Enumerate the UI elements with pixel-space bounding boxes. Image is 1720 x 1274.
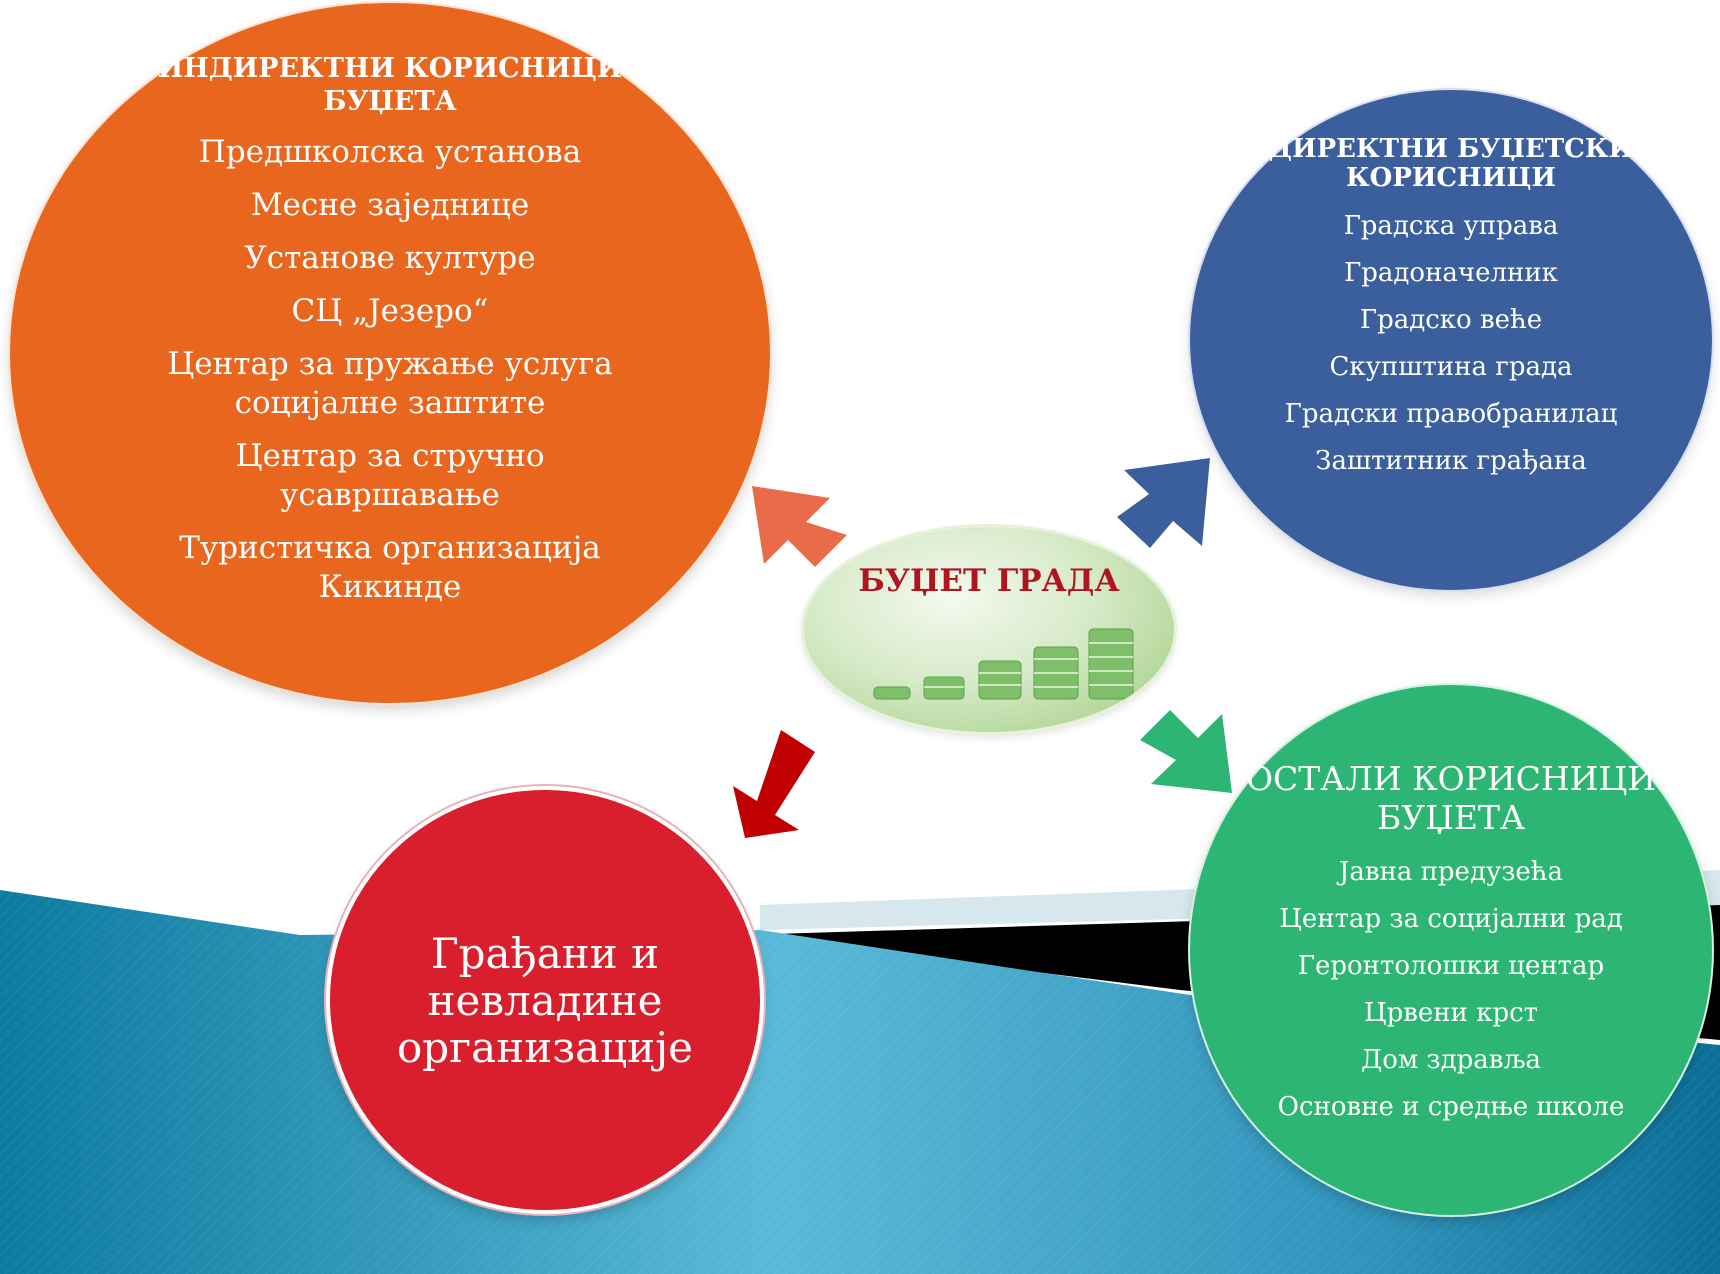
indirect-budget-users-circle: ИНДИРЕКТНИ КОРИСНИЦИ БУЏЕТА Предшколска … <box>10 3 770 703</box>
other-title-line-2: БУЏЕТА <box>1377 798 1525 837</box>
coin-stack <box>873 628 1134 700</box>
other-title: ОСТАЛИ КОРИСНИЦИ БУЏЕТА <box>1246 759 1656 837</box>
direct-title: ДИРЕКТНИ БУЏЕТСКИ КОРИСНИЦИ <box>1269 135 1633 193</box>
coin-stacks-image <box>873 628 1134 700</box>
indirect-item: Центар за стручно усавршавање <box>235 438 545 513</box>
direct-item: Градско веће <box>1359 305 1543 335</box>
indirect-title-line-2: БУЏЕТА <box>323 86 457 117</box>
indirect-item: Центар за пружање услуга социјалне зашти… <box>167 346 613 421</box>
direct-title-line-2: КОРИСНИЦИ <box>1346 163 1556 193</box>
direct-title-line-1: ДИРЕКТНИ БУЏЕТСКИ <box>1268 134 1634 164</box>
other-item: Геронтолошки центар <box>1297 951 1605 981</box>
direct-item: Скупштина града <box>1329 352 1573 382</box>
coin-lines <box>924 642 1133 688</box>
citizens-line-3: организације <box>396 1022 694 1072</box>
indirect-item: Предшколска установа <box>198 134 582 170</box>
other-item: Јавна предузећа <box>1338 857 1564 887</box>
other-title-line-1: ОСТАЛИ КОРИСНИЦИ <box>1245 759 1657 798</box>
other-item: Црвени крст <box>1363 998 1539 1028</box>
indirect-item: Месне заједнице <box>250 187 530 223</box>
indirect-title: ИНДИРЕКТНИ КОРИСНИЦИ БУЏЕТА <box>158 52 623 118</box>
direct-item: Градска управа <box>1343 211 1559 241</box>
direct-budget-users-circle: ДИРЕКТНИ БУЏЕТСКИ КОРИСНИЦИ Градска упра… <box>1190 90 1712 590</box>
other-item: Центар за социјални рад <box>1279 904 1623 934</box>
city-budget-center: БУЏЕТ ГРАДА <box>804 527 1174 732</box>
indirect-item: Туристичка организација Кикинде <box>179 530 601 605</box>
direct-item: Заштитник грађана <box>1315 446 1587 476</box>
citizens-line-2: невладине <box>427 975 663 1025</box>
city-budget-label: БУЏЕТ ГРАДА <box>858 563 1120 599</box>
direct-item: Градоначелник <box>1344 258 1558 288</box>
other-budget-users-circle: ОСТАЛИ КОРИСНИЦИ БУЏЕТА Јавна предузећа … <box>1190 685 1712 1215</box>
indirect-item: Установе културе <box>244 240 536 276</box>
citizens-line-1: Грађани и <box>430 928 660 978</box>
other-item: Дом здравља <box>1361 1045 1541 1075</box>
citizens-ngo-circle: Грађани и невладине организације <box>330 790 760 1210</box>
indirect-title-line-1: ИНДИРЕКТНИ КОРИСНИЦИ <box>157 53 623 84</box>
other-item: Основне и средње школе <box>1277 1092 1625 1122</box>
indirect-item: СЦ „Језеро“ <box>291 293 489 329</box>
direct-item: Градски правобранилац <box>1284 399 1618 429</box>
